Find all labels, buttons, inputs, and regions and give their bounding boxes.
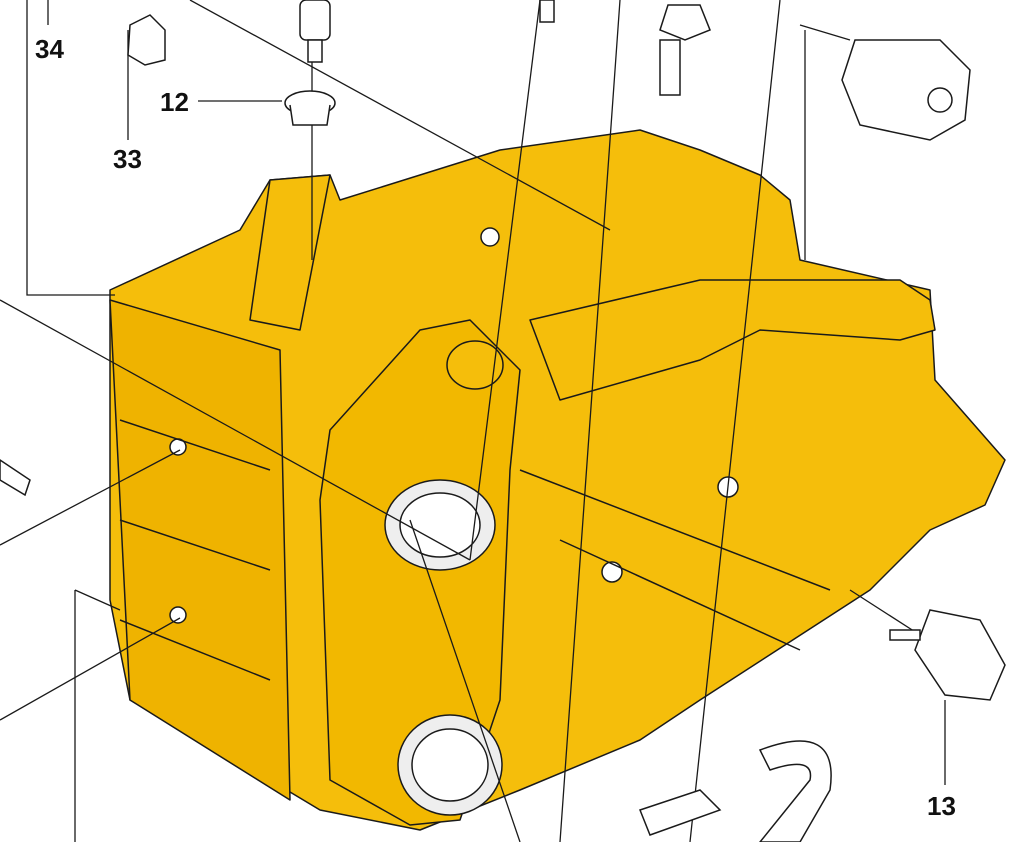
callout-34: 34 (35, 34, 64, 64)
handle-arm (529, 279, 936, 401)
part-screw (659, 4, 711, 41)
part-clip (758, 740, 832, 842)
callout-13: 13 (927, 791, 956, 821)
leader-lines (0, 0, 946, 842)
part-mount (841, 39, 971, 141)
front-face (319, 319, 521, 826)
callout-12: 12 (160, 87, 189, 117)
left-wall (109, 299, 291, 801)
part-13-bulb (914, 609, 1006, 701)
part-plug (299, 0, 331, 41)
housing (109, 129, 1006, 831)
callout-33: 33 (113, 144, 142, 174)
part-33-block (127, 14, 166, 66)
